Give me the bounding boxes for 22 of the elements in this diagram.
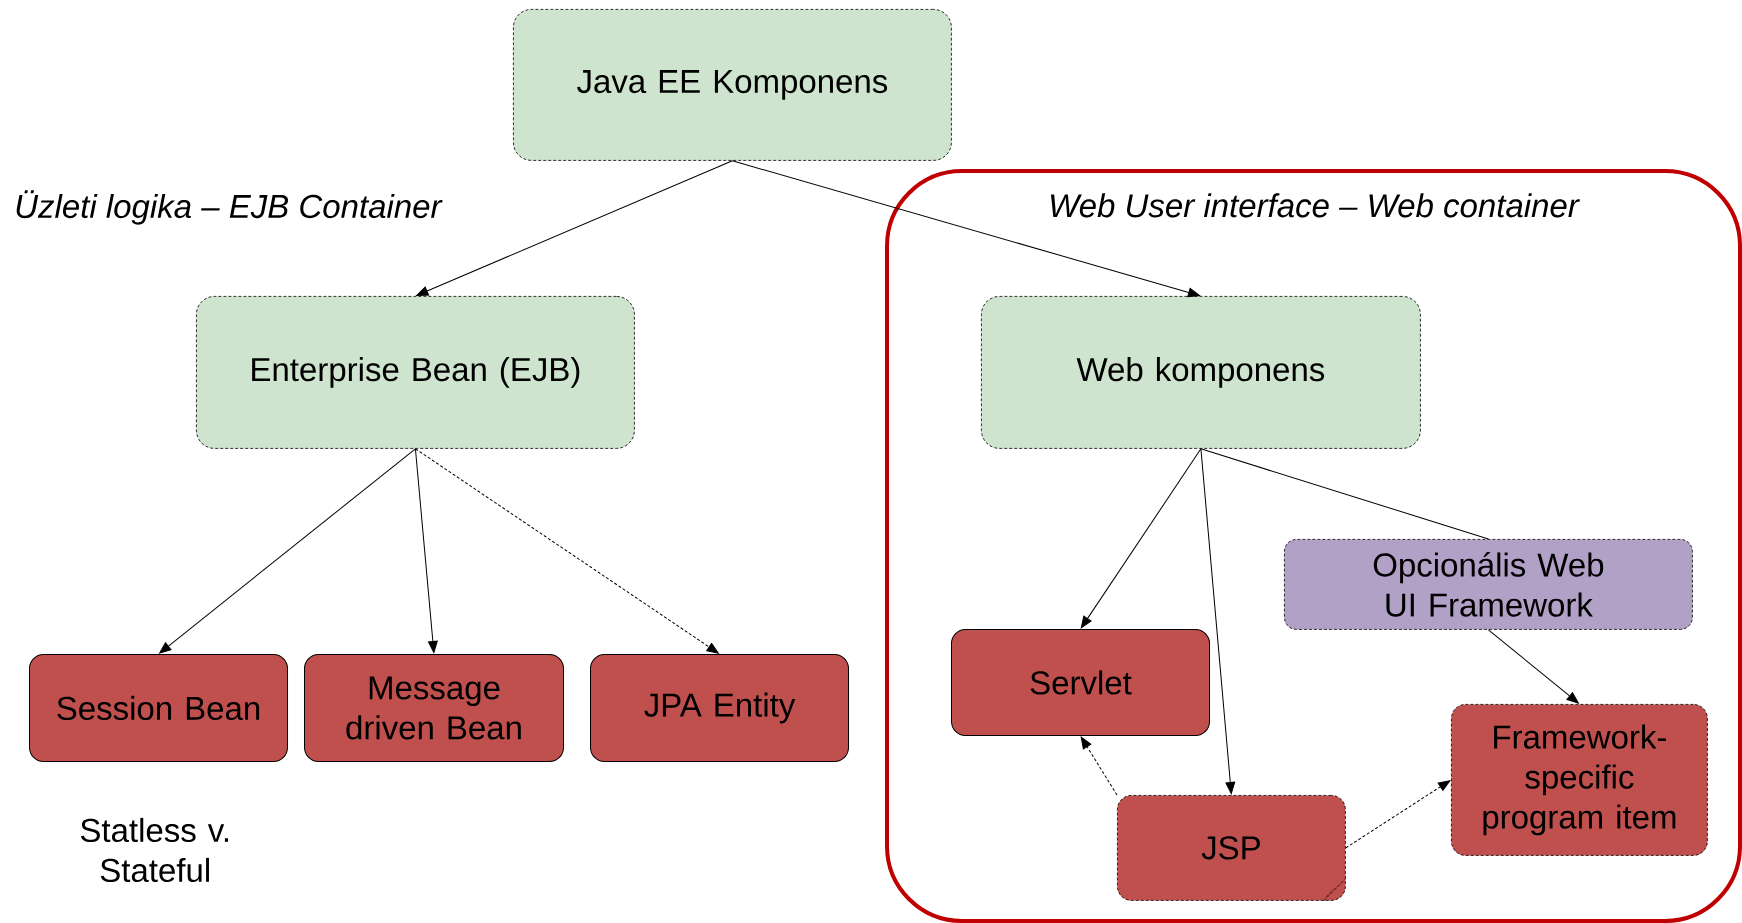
note-text: Statless v. Stateful: [80, 817, 228, 883]
component-box: JSP: [1117, 795, 1346, 901]
component-box: Enterprise Bean (EJB): [196, 296, 635, 449]
component-box: Java EE Komponens: [513, 9, 952, 161]
framework-box: Opcionális Web UI Framework: [1284, 539, 1693, 630]
arrow: [414, 448, 719, 654]
arrow: [1080, 448, 1202, 629]
arrow: [416, 160, 733, 296]
arrow: [1345, 780, 1451, 849]
component-box: JPA Entity: [590, 654, 849, 762]
arrow: [1080, 736, 1118, 796]
component-box: Session Bean: [29, 654, 288, 762]
component-box: Framework-specific program item: [1451, 704, 1708, 856]
component-box: Message driven Bean: [304, 654, 564, 762]
arrow: [1200, 448, 1236, 795]
note-text: Üzleti logika – EJB Container: [16, 190, 443, 225]
component-box: Servlet: [951, 629, 1210, 736]
arrow: [159, 448, 416, 654]
arrow: [414, 448, 438, 654]
arrow: [1487, 629, 1579, 704]
component-box: Web komponens: [981, 296, 1421, 449]
arrow: [731, 160, 1201, 298]
